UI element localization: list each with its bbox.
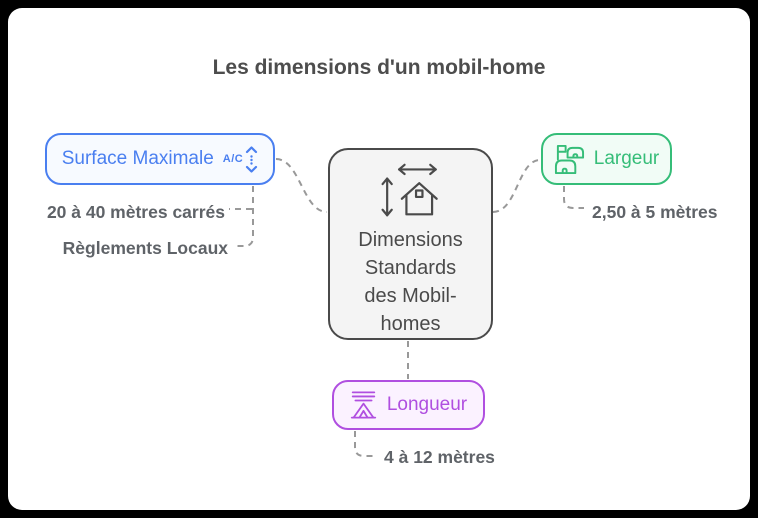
tent-icon bbox=[350, 391, 376, 419]
campground-icon bbox=[554, 144, 584, 174]
height-adjust-icon: A/C bbox=[223, 145, 258, 174]
ac-icon-label: A/C bbox=[222, 153, 244, 165]
largeur-node-label: Largeur bbox=[593, 148, 660, 169]
central-node[interactable]: Dimensions Standards des Mobil-homes bbox=[328, 148, 493, 340]
vertical-arrow-icon bbox=[246, 145, 258, 173]
central-node-label: Dimensions Standards des Mobil-homes bbox=[358, 229, 463, 335]
sublabel-largeur-range[interactable]: 2,50 à 5 mètres bbox=[592, 202, 718, 222]
page-title: Les dimensions d'un mobil-home bbox=[212, 56, 546, 79]
node-surface-maximale[interactable]: Surface Maximale A/C bbox=[45, 133, 275, 185]
longueur-node-label: Longueur bbox=[386, 394, 468, 415]
node-largeur[interactable]: Largeur bbox=[541, 133, 672, 185]
node-longueur[interactable]: Longueur bbox=[332, 380, 485, 430]
house-dimensions-icon bbox=[380, 163, 438, 217]
sublabel-surface-range[interactable]: 20 à 40 mètres carrés bbox=[46, 202, 225, 222]
sublabel-longueur-range[interactable]: 4 à 12 mètres bbox=[384, 447, 495, 467]
sublabel-surface-regulation[interactable]: Règlements Locaux bbox=[62, 238, 228, 258]
surface-node-label: Surface Maximale bbox=[61, 148, 214, 169]
